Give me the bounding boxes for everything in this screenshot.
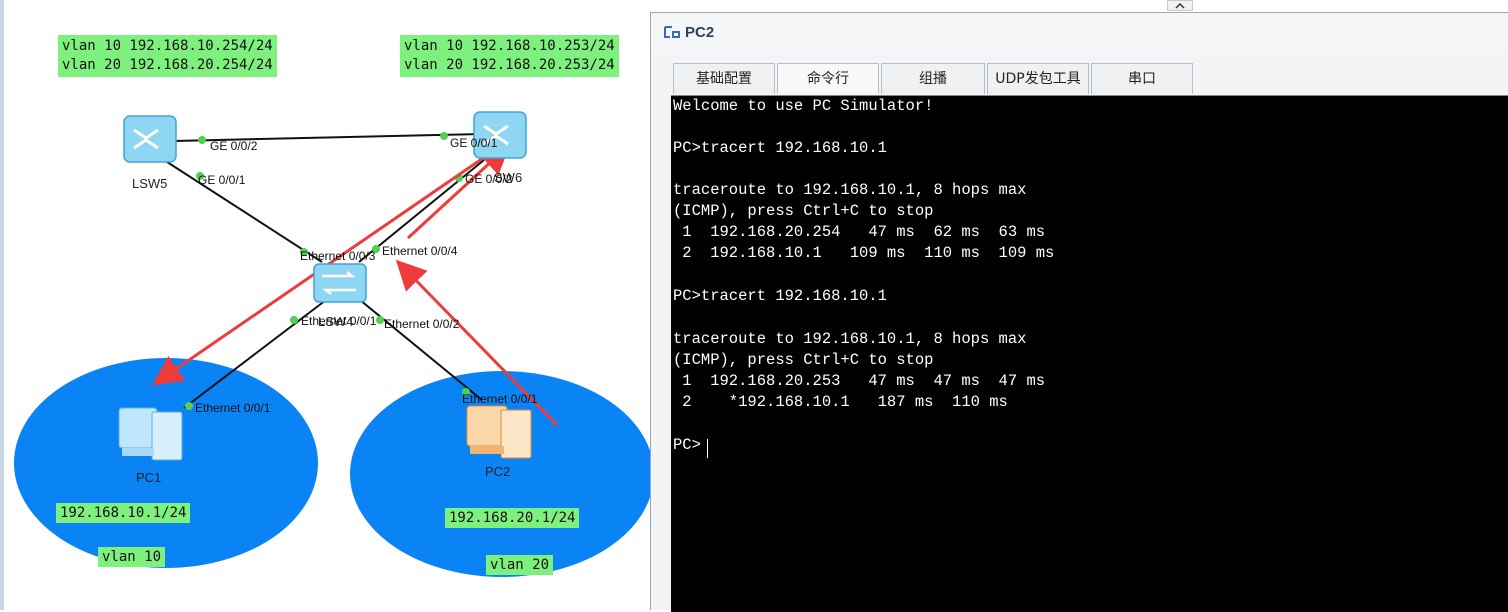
link-lsw6-lsw4 — [358, 159, 485, 263]
port-pc2-eth001: Ethernet 0/0/1 — [462, 392, 538, 406]
lsw6-label: SW6 — [494, 170, 523, 185]
pc2-console-window[interactable]: PC2 基础配置 命令行 组播 UDP发包工具 串口 Welcome to us… — [650, 12, 1508, 612]
terminal-line: 1 192.168.20.254 47 ms 62 ms 63 ms — [673, 223, 1046, 241]
trace-arrow-up — [395, 259, 559, 427]
tab-serial[interactable]: 串口 — [1091, 63, 1193, 94]
window-title: PC2 — [685, 24, 715, 41]
link-lsw4-pc1 — [183, 299, 327, 409]
pc-console-icon — [664, 26, 680, 38]
scroll-up-button[interactable] — [1167, 0, 1193, 11]
pc1-ip-label: 192.168.10.1/24 — [56, 503, 191, 523]
terminal-prompt: PC> — [673, 436, 701, 454]
text-cursor — [707, 439, 708, 458]
topology-canvas[interactable]: vlan 10 192.168.10.254/24 vlan 20 192.16… — [0, 0, 654, 610]
terminal-line: 2 *192.168.10.1 187 ms 110 ms — [673, 393, 1008, 411]
vlan10-label: vlan 10 — [98, 547, 166, 567]
command-terminal[interactable]: Welcome to use PC Simulator! PC>tracert … — [671, 95, 1508, 612]
vlan10-area — [14, 358, 318, 568]
tab-basic-config[interactable]: 基础配置 — [673, 63, 775, 94]
terminal-line: (ICMP), press Ctrl+C to stop — [673, 351, 934, 369]
port-lsw4-eth002: Ethernet 0/0/2 — [384, 317, 460, 331]
tab-udp-tool[interactable]: UDP发包工具 — [987, 63, 1089, 94]
terminal-line: (ICMP), press Ctrl+C to stop — [673, 202, 934, 220]
port-lsw5-ge001: GE 0/0/1 — [198, 173, 246, 187]
switch-lsw5-icon — [123, 115, 177, 163]
terminal-line: PC>tracert 192.168.10.1 — [673, 287, 887, 305]
tab-multicast[interactable]: 组播 — [881, 63, 985, 94]
port-lsw4-eth003: Ethernet 0/0/3 — [300, 249, 376, 263]
lsw6-vlan-note: vlan 10 192.168.10.253/24 vlan 20 192.16… — [400, 35, 619, 77]
port-lsw4-eth004: Ethernet 0/0/4 — [382, 244, 458, 258]
port-pc1-eth001: Ethernet 0/0/1 — [195, 401, 271, 415]
port-lsw5-ge002: GE 0/0/2 — [210, 139, 258, 153]
lsw5-note-line-1: vlan 10 192.168.10.254/24 — [62, 38, 273, 54]
pc2-label: PC2 — [485, 464, 511, 479]
terminal-line: PC>tracert 192.168.10.1 — [673, 139, 887, 157]
switch-lsw4-icon — [313, 263, 367, 303]
lsw5-note-line-2: vlan 20 192.168.20.254/24 — [62, 57, 273, 73]
pc2-ip-label: 192.168.20.1/24 — [445, 508, 580, 528]
lsw5-label: LSW5 — [132, 176, 168, 191]
port-lsw4-eth001: Ethernet 0/0/1 — [301, 314, 377, 328]
lsw4-label: LSW4 — [318, 314, 354, 329]
link-lsw4-pc2 — [359, 299, 483, 401]
terminal-line: Welcome to use PC Simulator! — [673, 97, 934, 115]
switch-lsw6-icon — [473, 111, 527, 159]
lsw6-note-line-2: vlan 20 192.168.20.253/24 — [404, 57, 615, 73]
lsw5-vlan-note: vlan 10 192.168.10.254/24 vlan 20 192.16… — [58, 35, 277, 77]
pc1-icon — [118, 407, 183, 461]
link-lsw5-lsw4 — [163, 159, 323, 263]
terminal-line: traceroute to 192.168.10.1, 8 hops max — [673, 330, 1027, 348]
lsw6-note-line-1: vlan 10 192.168.10.253/24 — [404, 38, 615, 54]
pc2-icon — [466, 405, 532, 459]
terminal-line: traceroute to 192.168.10.1, 8 hops max — [673, 181, 1027, 199]
window-titlebar[interactable]: PC2 — [651, 13, 1508, 49]
vlan20-label: vlan 20 — [486, 555, 554, 575]
pc1-label: PC1 — [136, 470, 162, 485]
terminal-line: 1 192.168.20.253 47 ms 47 ms 47 ms — [673, 372, 1046, 390]
trace-arrow-to-sw6 — [406, 143, 511, 240]
tab-command-line[interactable]: 命令行 — [777, 63, 879, 94]
port-lsw6-ge001: GE 0/0/1 — [450, 136, 498, 150]
terminal-line: 2 192.168.10.1 109 ms 110 ms 109 ms — [673, 244, 1055, 262]
link-lsw5-lsw6 — [173, 133, 483, 142]
port-lsw6-ge002: GE 0/0/2 — [465, 172, 513, 186]
